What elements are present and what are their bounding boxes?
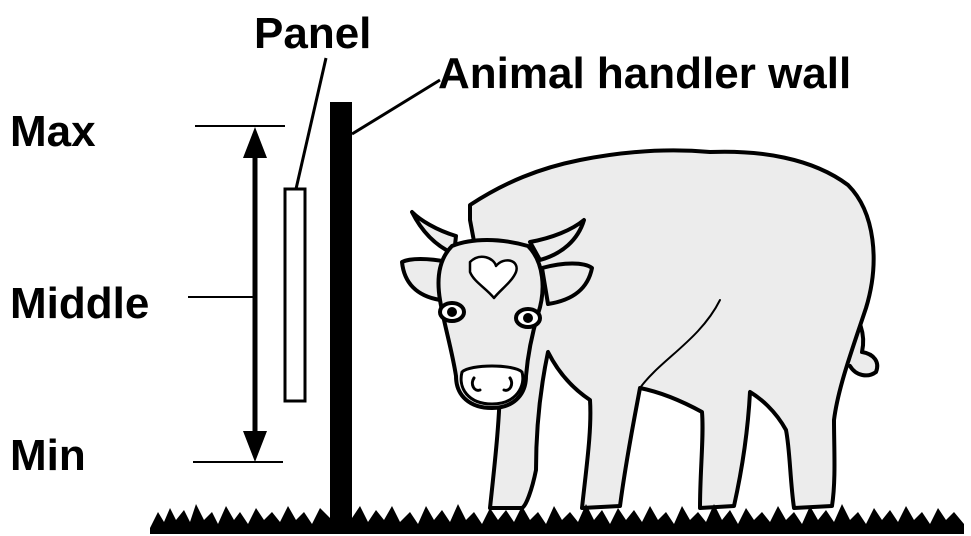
panel-label: Panel xyxy=(254,12,371,56)
height-range xyxy=(188,126,285,462)
wall-leader-line xyxy=(352,80,440,134)
max-label: Max xyxy=(10,110,96,154)
handler-wall xyxy=(330,102,352,526)
min-label: Min xyxy=(10,434,86,478)
wall-label: Animal handler wall xyxy=(438,52,851,96)
panel-leader-line xyxy=(296,58,326,189)
grass-icon xyxy=(150,504,964,534)
middle-label: Middle xyxy=(10,282,149,326)
double-headed-arrow-icon xyxy=(243,127,267,462)
cow-icon xyxy=(402,150,877,508)
panel-shape xyxy=(285,189,305,401)
